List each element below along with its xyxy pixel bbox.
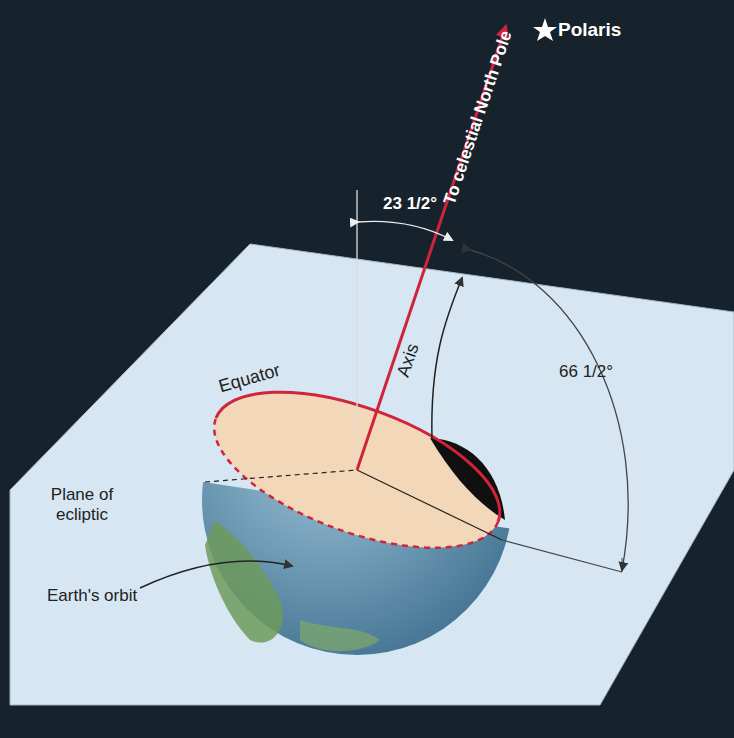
angle-label: 23 1/2° — [383, 194, 437, 214]
vertical-reference — [356, 190, 357, 470]
shadow — [430, 438, 505, 520]
direction-label: To celestial North Pole — [440, 28, 516, 207]
plane-label: Plane of ecliptic — [27, 485, 137, 524]
equator-line — [216, 392, 500, 522]
equator-line — [214, 418, 498, 548]
star-label: Polaris — [558, 19, 621, 41]
angle-label: 66 1/2° — [559, 362, 613, 382]
star-symbol — [533, 18, 557, 41]
ecliptic-plane — [10, 244, 734, 705]
orbit-label: Earth's orbit — [47, 586, 137, 606]
